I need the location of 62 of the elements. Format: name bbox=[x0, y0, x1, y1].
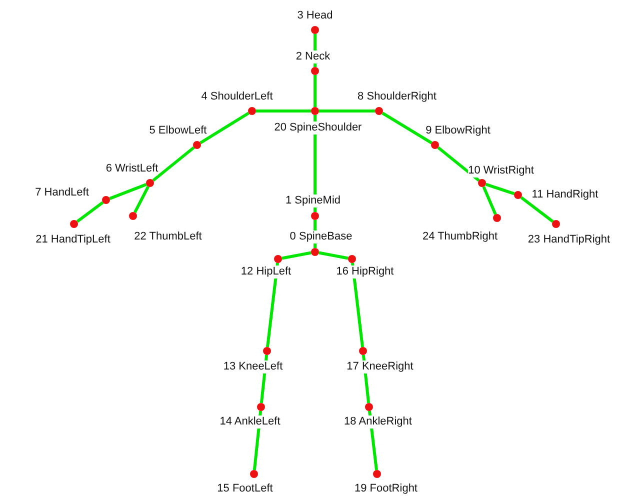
bone-line bbox=[482, 186, 497, 215]
joint-label: 8 ShoulderRight bbox=[358, 90, 436, 104]
joint-label: 18 AnkleRight bbox=[344, 416, 412, 428]
joint-label: 14 AnkleLeft bbox=[220, 416, 280, 428]
joint-label: 17 KneeRight bbox=[346, 360, 414, 374]
joint-label: 13 KneeLeft bbox=[223, 360, 283, 374]
joint-dot bbox=[311, 26, 319, 34]
bone-line bbox=[109, 183, 147, 200]
joint-label: 19 FootRight bbox=[354, 482, 418, 496]
joint-dot bbox=[514, 191, 522, 199]
bone-line bbox=[318, 251, 348, 260]
joint-label: 16 HipRight bbox=[336, 266, 394, 278]
joint-dot bbox=[311, 67, 319, 75]
joint-label: 21 HandTipLeft bbox=[36, 234, 110, 246]
joint-dot bbox=[493, 214, 501, 222]
joint-dot bbox=[311, 107, 319, 115]
bone-line bbox=[382, 112, 432, 144]
joint-label: 20 SpineShoulder bbox=[274, 122, 362, 134]
joint-label: 9 ElbowRight bbox=[426, 124, 490, 138]
joint-label: 2 Neck bbox=[296, 50, 330, 64]
joint-label: 0 SpineBase bbox=[290, 230, 352, 244]
joint-label: 24 ThumbRight bbox=[422, 230, 498, 244]
bone-line bbox=[76, 201, 104, 223]
bone-line bbox=[437, 146, 480, 182]
joint-label: 23 HandTipRight bbox=[528, 234, 610, 246]
bone-line bbox=[152, 146, 195, 182]
joint-label: 11 HandRight bbox=[532, 188, 598, 202]
bone-line bbox=[134, 186, 150, 214]
joint-dot bbox=[375, 107, 383, 115]
joint-label: 10 WristRight bbox=[468, 164, 534, 178]
bone-line bbox=[200, 112, 250, 144]
joint-dot bbox=[348, 255, 356, 263]
bone-line bbox=[319, 110, 375, 112]
joint-dot bbox=[70, 220, 78, 228]
joint-dot bbox=[102, 196, 110, 204]
joint-dot bbox=[373, 470, 381, 478]
joint-label: 1 SpineMid bbox=[285, 194, 341, 208]
joint-dot bbox=[129, 212, 137, 220]
bone-line bbox=[350, 262, 364, 348]
joint-dot bbox=[193, 141, 201, 149]
joint-dot bbox=[311, 212, 319, 220]
joint-label: 12 HipLeft bbox=[240, 266, 292, 278]
bone-line bbox=[266, 262, 280, 348]
joint-dot bbox=[146, 179, 154, 187]
joint-label: 6 WristLeft bbox=[106, 162, 158, 176]
joint-dot bbox=[274, 255, 282, 263]
joint-dot bbox=[263, 347, 271, 355]
joint-dot bbox=[359, 347, 367, 355]
bone-line bbox=[256, 110, 311, 112]
bone-line bbox=[282, 251, 312, 260]
bone-line bbox=[485, 182, 515, 196]
joint-dot bbox=[431, 141, 439, 149]
joint-dot bbox=[257, 403, 265, 411]
joint-label: 5 ElbowLeft bbox=[149, 124, 207, 138]
joint-dot bbox=[248, 107, 256, 115]
joint-dot bbox=[250, 470, 258, 478]
bone-line bbox=[520, 196, 554, 223]
joint-dot bbox=[365, 403, 373, 411]
joint-dot bbox=[311, 248, 319, 256]
joint-dot bbox=[552, 220, 560, 228]
bone-line bbox=[314, 75, 316, 107]
joint-dot bbox=[478, 179, 486, 187]
